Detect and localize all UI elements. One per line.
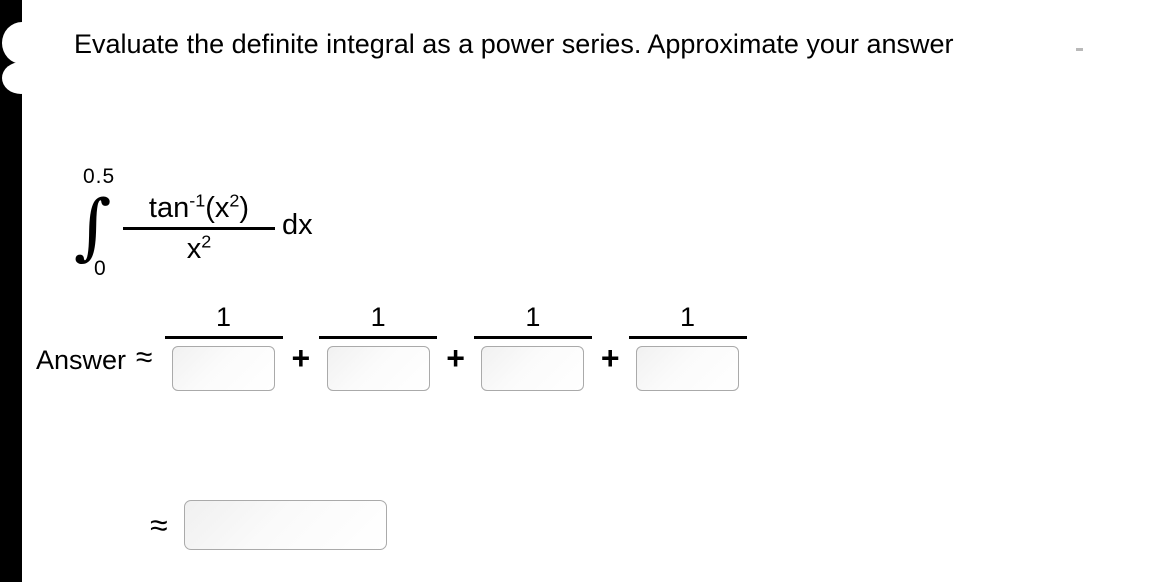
integral-upper-limit: 0.5	[83, 165, 116, 188]
term-1-numerator: 1	[215, 302, 232, 332]
integral-sign-icon: ∫	[74, 184, 112, 268]
plus-operator-3: +	[600, 340, 620, 376]
integrand-fraction: tan-1(x2) x2	[123, 190, 275, 268]
arctan-arg-close: )	[239, 192, 250, 224]
term-3-numerator: 1	[525, 302, 541, 332]
plus-operator-2: +	[446, 340, 465, 376]
arctan-arg-exponent: 2	[229, 190, 240, 211]
series-term-4: 1	[628, 300, 747, 391]
denominator-base: x	[186, 233, 202, 265]
integral-lower-limit: 0	[94, 257, 106, 280]
term-4-denominator-input[interactable]	[636, 346, 740, 391]
term-2-denominator-input[interactable]	[326, 346, 430, 391]
plus-operator-1: +	[291, 340, 311, 376]
approx-sign-icon: ≈	[150, 507, 168, 543]
final-answer-input[interactable]	[183, 500, 387, 550]
page-content: Evaluate the definite integral as a powe…	[22, 0, 1168, 582]
arctan-function-name: tan	[148, 192, 190, 224]
term-1-fraction-bar	[164, 336, 283, 339]
series-term-2: 1	[319, 300, 438, 391]
binding-strip	[0, 0, 42, 582]
differential-dx: dx	[282, 209, 313, 241]
question-prompt: Evaluate the definite integral as a powe…	[74, 29, 954, 59]
series-term-3: 1	[473, 300, 592, 391]
series-term-1: 1	[164, 300, 283, 391]
term-3-denominator-input[interactable]	[481, 346, 585, 391]
integrand-fraction-bar	[123, 227, 275, 230]
term-1-denominator-input[interactable]	[172, 346, 275, 391]
term-4-numerator: 1	[680, 302, 696, 332]
integrand-denominator: x2	[123, 230, 275, 268]
term-2-fraction-bar	[319, 336, 438, 339]
answer-label: Answer	[36, 345, 127, 375]
integrand-numerator: tan-1(x2)	[123, 190, 275, 226]
term-3-fraction-bar	[473, 336, 592, 339]
term-4-fraction-bar	[628, 336, 747, 339]
arctan-arg-open: (x	[205, 192, 230, 224]
approx-sign-icon: ≈	[136, 341, 153, 374]
denominator-exponent: 2	[201, 231, 212, 252]
term-2-numerator: 1	[370, 302, 386, 332]
trailing-mark-icon	[1076, 48, 1083, 51]
answer-series-row: Answer ≈ 1 + 1 + 1 + 1	[36, 300, 747, 420]
final-approximation-row: ≈	[150, 500, 387, 550]
arctan-exponent: -1	[189, 190, 206, 211]
